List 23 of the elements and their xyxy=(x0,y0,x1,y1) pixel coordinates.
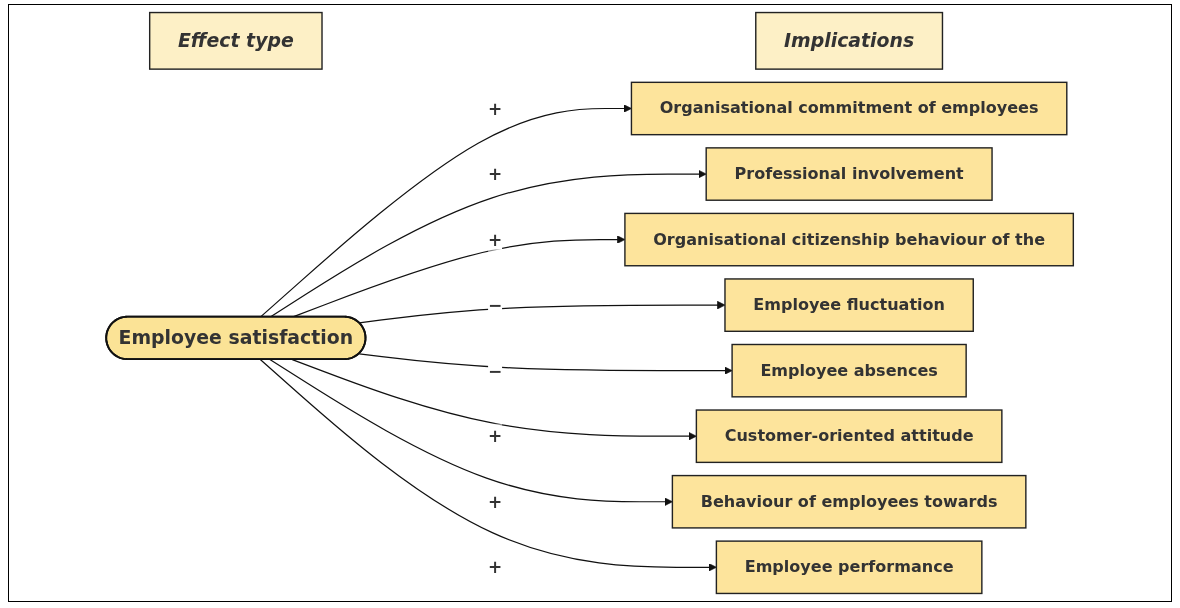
arrow xyxy=(259,358,717,572)
node-box: Employee performance xyxy=(715,540,983,595)
node-box: Employee fluctuation xyxy=(724,278,975,332)
arrow xyxy=(269,358,673,506)
arrow xyxy=(269,169,707,318)
edge-label: + xyxy=(488,164,503,184)
node-box: Implications xyxy=(755,11,944,70)
edge-label: + xyxy=(488,98,503,119)
node-box: Organisational citizenship behaviour of the xyxy=(624,212,1075,267)
edge-label: + xyxy=(488,557,503,578)
node-box: Organisational commitment of employees xyxy=(630,81,1068,136)
edge-label: + xyxy=(488,426,503,447)
arrow xyxy=(291,358,697,441)
node-box: Effect type xyxy=(149,11,323,70)
edge-label: − xyxy=(488,360,503,381)
edge-label: + xyxy=(488,229,503,250)
node-box: Employee absences xyxy=(731,343,968,398)
edge-label: + xyxy=(488,491,503,512)
node-box: Behaviour of employees towards xyxy=(671,474,1027,529)
edge-label: − xyxy=(488,295,503,316)
node-box: Customer-oriented attitude xyxy=(695,409,1003,464)
arrow xyxy=(358,300,726,324)
node-box: Professional involvement xyxy=(705,147,993,201)
